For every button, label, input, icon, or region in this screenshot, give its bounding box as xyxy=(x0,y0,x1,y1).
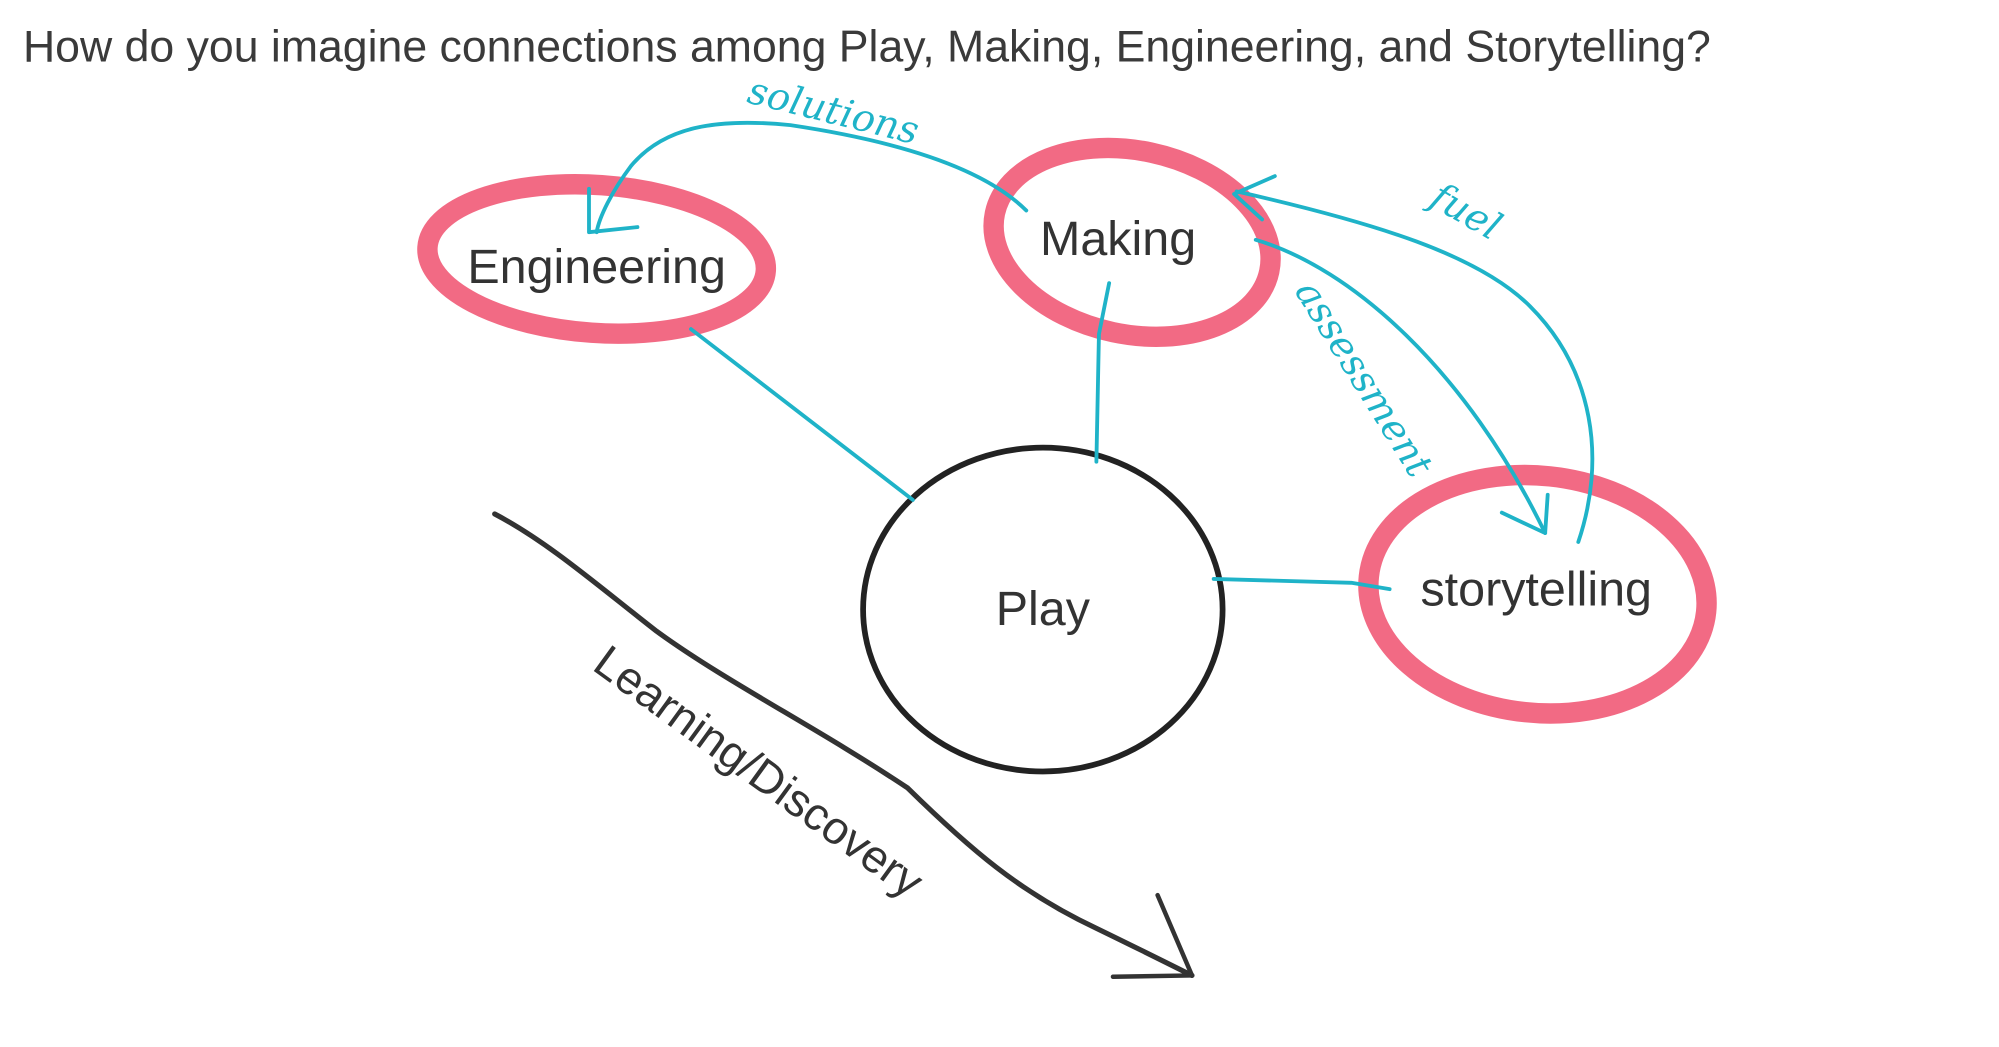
making-label: Making xyxy=(1040,212,1196,266)
play-label: Play xyxy=(996,582,1091,636)
engineering-highlight xyxy=(417,174,777,344)
assessment-annotation: assessment xyxy=(1286,273,1442,486)
fuel-arrowhead xyxy=(1232,174,1277,222)
engineering-play-connector xyxy=(689,327,915,502)
assessment-arrowhead xyxy=(1499,492,1550,535)
play-circle xyxy=(860,444,1226,775)
learning-arrow xyxy=(492,511,1195,978)
fuel-arrow xyxy=(1234,189,1595,544)
storytelling-highlight xyxy=(1358,464,1717,724)
making-highlight xyxy=(983,137,1281,347)
play-storytelling-connector xyxy=(1211,577,1392,592)
assessment-arrow xyxy=(1253,237,1548,535)
solutions-annotation: solutions xyxy=(743,69,923,154)
fuel-annotation: fuel xyxy=(1420,173,1508,249)
making-play-connector xyxy=(1094,281,1112,464)
learning-arrowhead xyxy=(1110,892,1195,979)
solutions-arrowhead xyxy=(587,186,640,235)
page-title: How do you imagine connections among Pla… xyxy=(23,22,1711,71)
engineering-label: Engineering xyxy=(467,240,726,294)
solutions-arrow xyxy=(594,120,1029,235)
storytelling-label: storytelling xyxy=(1420,563,1652,617)
